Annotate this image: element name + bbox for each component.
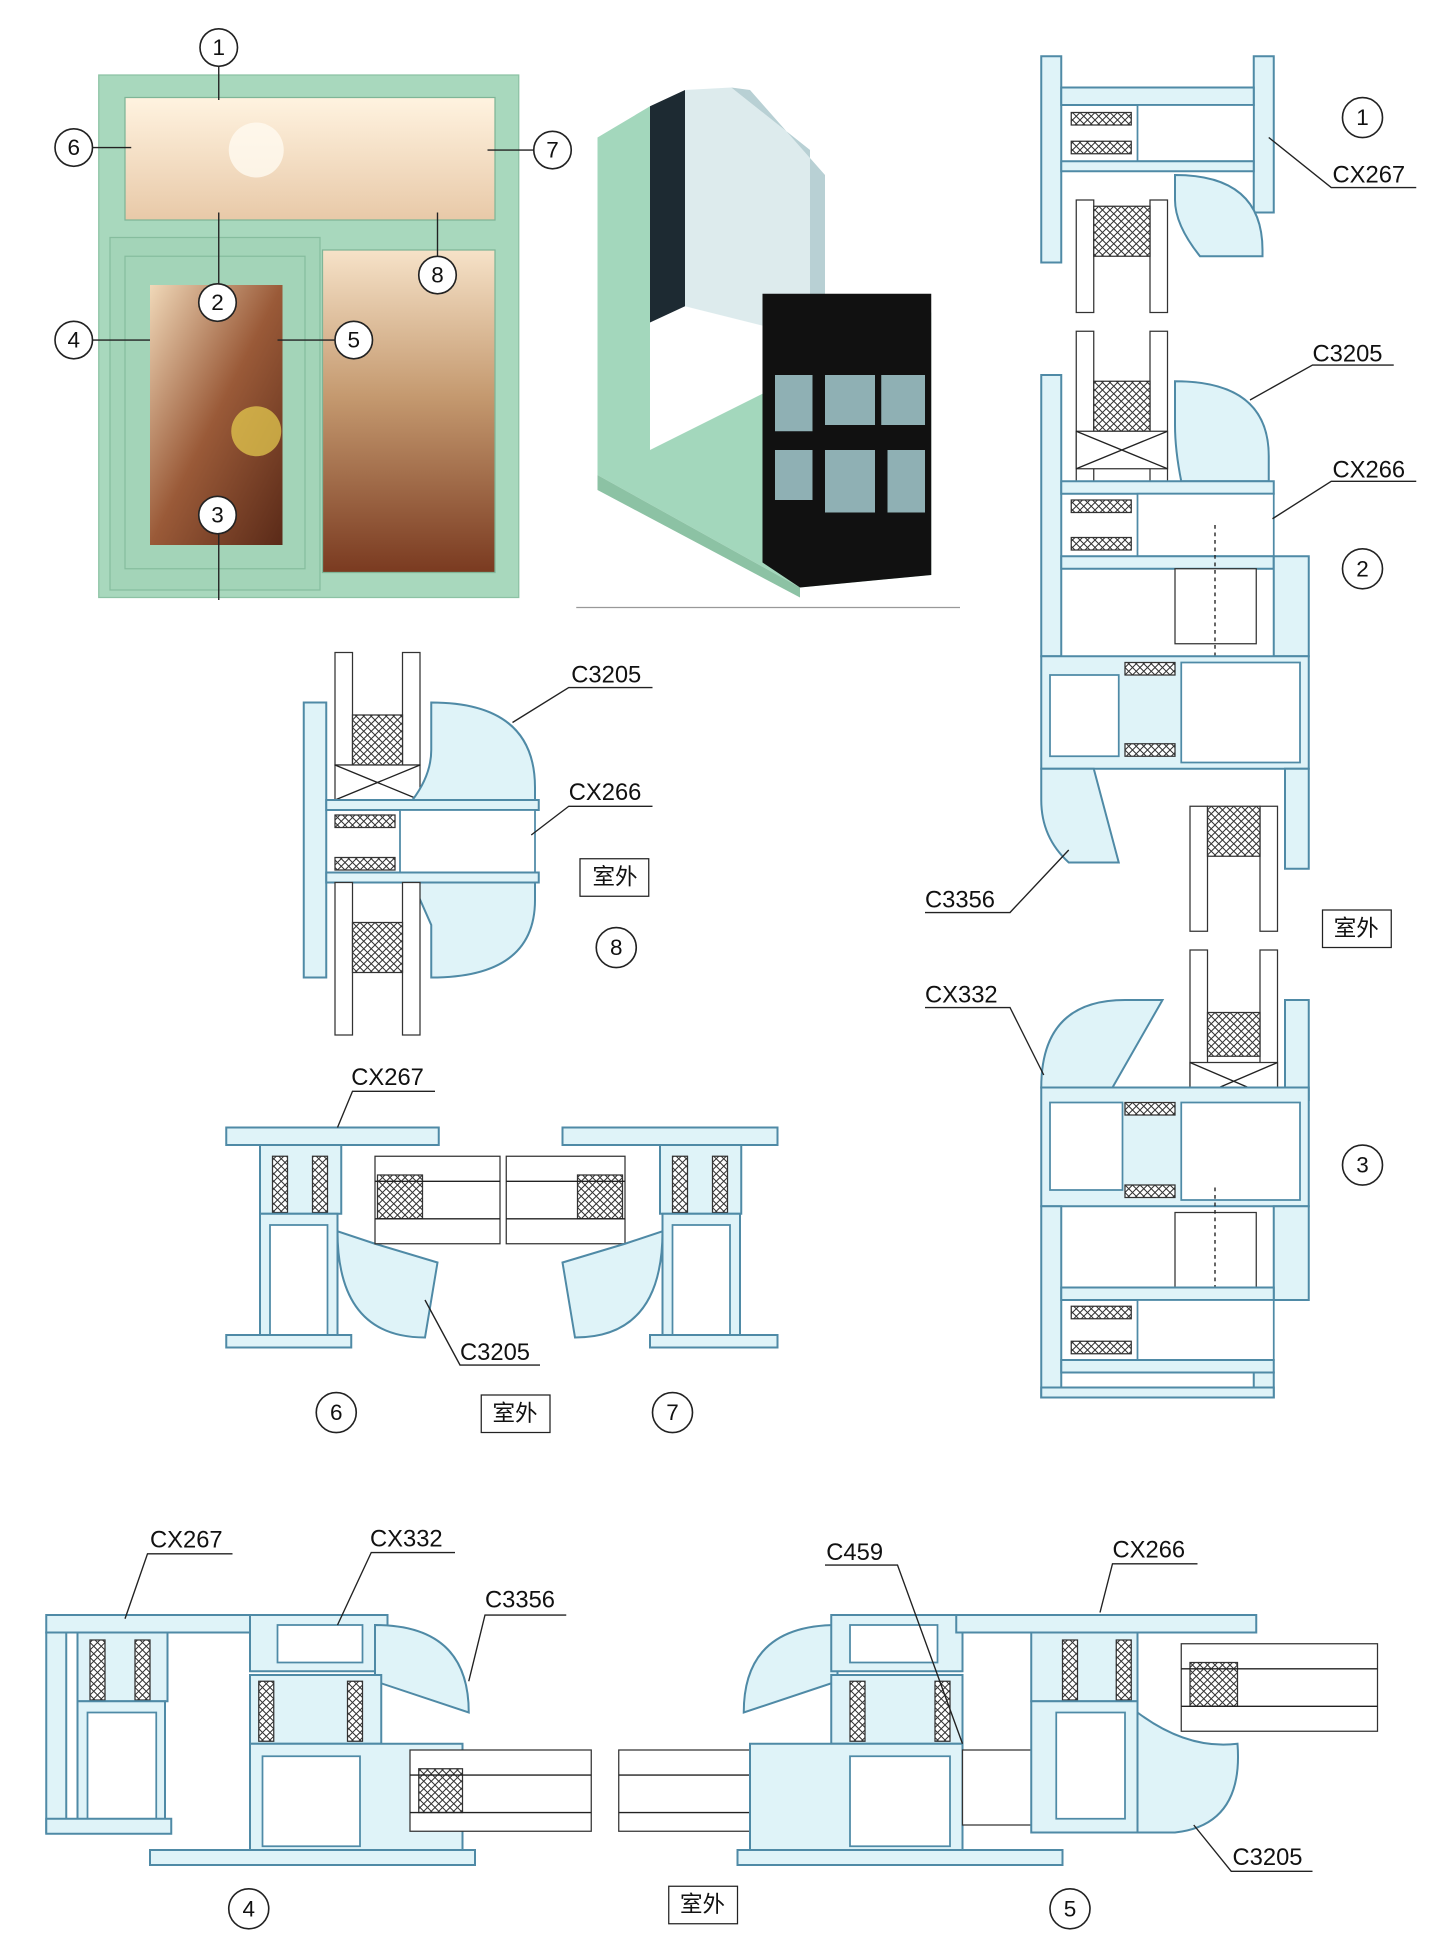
svg-text:3: 3 — [211, 503, 224, 528]
fixed-glass — [321, 249, 496, 574]
svg-text:室外: 室外 — [680, 1892, 725, 1918]
svg-text:CX332: CX332 — [925, 982, 998, 1009]
svg-text:C3205: C3205 — [571, 662, 641, 689]
svg-text:1: 1 — [1356, 105, 1369, 130]
callout-5-section: 5 — [1049, 1887, 1091, 1930]
callout-6: 6 — [54, 127, 94, 168]
svg-text:6: 6 — [330, 1400, 343, 1425]
window-illustration — [98, 74, 520, 599]
svg-text:CX267: CX267 — [150, 1527, 223, 1554]
right-vertical-section — [1040, 55, 1310, 1399]
svg-text:7: 7 — [546, 138, 559, 163]
callout-r2: 2 — [1341, 547, 1384, 590]
svg-text:4: 4 — [67, 328, 80, 353]
svg-text:2: 2 — [1356, 556, 1369, 581]
svg-text:室外: 室外 — [592, 865, 637, 891]
callout-6-section: 6 — [315, 1391, 358, 1434]
callout-4: 4 — [54, 320, 94, 360]
svg-text:CX266: CX266 — [1113, 1537, 1186, 1564]
outdoor-label-8: 室外 — [579, 858, 650, 897]
svg-text:4: 4 — [242, 1896, 255, 1921]
svg-text:C3205: C3205 — [460, 1339, 530, 1366]
svg-text:5: 5 — [347, 328, 360, 353]
svg-text:CX332: CX332 — [370, 1525, 443, 1552]
svg-text:室外: 室外 — [1334, 916, 1379, 942]
outdoor-label-67: 室外 — [480, 1394, 551, 1434]
callout-8-section: 8 — [595, 926, 638, 969]
section-6-7: CX267 C3205 6 室外 7 — [225, 1064, 779, 1434]
svg-text:8: 8 — [431, 263, 444, 288]
callout-7-section: 7 — [651, 1391, 694, 1434]
svg-text:2: 2 — [211, 290, 224, 315]
outdoor-label-right: 室外 — [1321, 909, 1392, 949]
callout-r1: 1 — [1341, 96, 1384, 139]
callout-7: 7 — [532, 130, 573, 170]
callout-1: 1 — [199, 27, 239, 68]
svg-text:3: 3 — [1356, 1153, 1369, 1178]
svg-text:C3356: C3356 — [485, 1587, 555, 1614]
section-8: C3205 CX266 室外 8 — [302, 651, 653, 1036]
right-section-labels: CX267 C3205 CX266 C3356 CX332 1 2 3 室外 — [925, 96, 1417, 1186]
callout-8: 8 — [417, 255, 458, 295]
svg-text:7: 7 — [666, 1400, 679, 1425]
callout-3: 3 — [197, 495, 238, 535]
svg-text:CX266: CX266 — [1333, 457, 1406, 484]
svg-text:C459: C459 — [826, 1539, 883, 1566]
callout-5: 5 — [334, 320, 374, 360]
svg-text:室外: 室外 — [492, 1401, 537, 1427]
svg-text:1: 1 — [212, 35, 225, 60]
transom-glass — [124, 96, 496, 221]
profile-3d-render — [576, 87, 960, 609]
callout-2: 2 — [197, 282, 238, 323]
outdoor-label-45: 室外 — [668, 1885, 739, 1925]
callout-r3: 3 — [1341, 1144, 1384, 1186]
svg-text:CX266: CX266 — [569, 779, 642, 806]
svg-text:CX267: CX267 — [351, 1064, 424, 1091]
svg-text:C3205: C3205 — [1313, 340, 1383, 367]
callout-4-section: 4 — [227, 1887, 270, 1930]
section-4-5: CX267 CX332 C3356 C459 CX266 C3205 4 室外 … — [45, 1525, 1379, 1930]
svg-text:C3205: C3205 — [1233, 1844, 1303, 1871]
svg-text:6: 6 — [67, 135, 80, 160]
svg-text:CX267: CX267 — [1333, 162, 1406, 189]
svg-text:8: 8 — [610, 935, 623, 960]
photo-callouts: 1 2 3 4 5 6 7 8 — [54, 27, 573, 600]
svg-text:C3356: C3356 — [925, 887, 995, 914]
svg-text:5: 5 — [1064, 1896, 1077, 1921]
